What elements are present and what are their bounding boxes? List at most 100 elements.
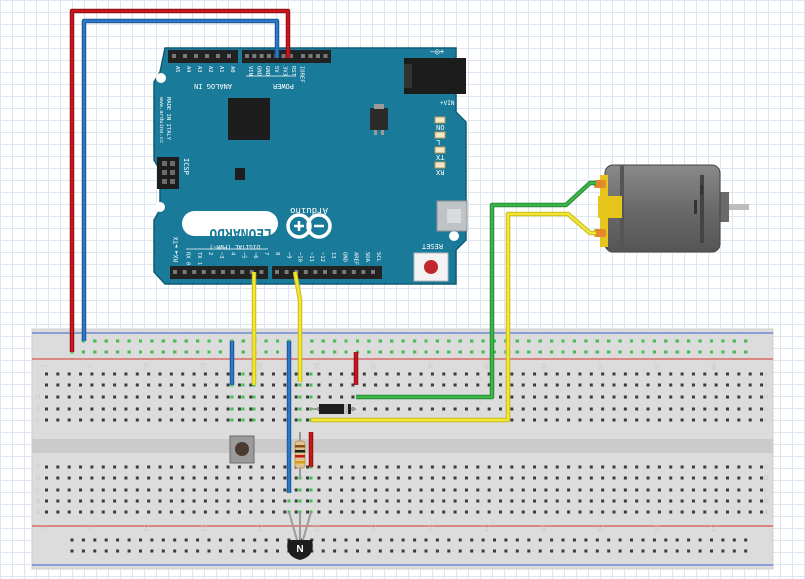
breadboard-hole[interactable] [203,488,207,492]
breadboard-hole[interactable] [101,372,105,376]
rail-hole[interactable] [595,549,599,553]
breadboard-hole[interactable] [669,383,673,387]
rail-hole[interactable] [504,538,508,542]
breadboard-hole[interactable] [113,465,117,469]
breadboard-hole[interactable] [589,383,593,387]
breadboard-hole[interactable] [578,407,582,411]
breadboard-hole[interactable] [226,407,230,411]
breadboard-hole[interactable] [578,465,582,469]
breadboard-hole[interactable] [453,407,457,411]
breadboard-hole[interactable] [101,418,105,422]
breadboard-hole[interactable] [680,488,684,492]
breadboard-hole[interactable] [192,418,196,422]
breadboard-hole[interactable] [317,499,321,503]
breadboard-hole[interactable] [306,510,310,514]
breadboard-hole[interactable] [657,488,661,492]
breadboard-hole[interactable] [328,465,332,469]
breadboard-hole[interactable] [442,499,446,503]
breadboard-hole[interactable] [113,476,117,480]
header-pin[interactable] [182,270,187,274]
breadboard-hole[interactable] [669,499,673,503]
breadboard-hole[interactable] [113,499,117,503]
breadboard-hole[interactable] [464,372,468,376]
dc-motor[interactable] [594,164,749,253]
breadboard-hole[interactable] [737,510,741,514]
breadboard-hole[interactable] [635,418,639,422]
header-pin[interactable] [173,270,177,274]
breadboard-hole[interactable] [691,395,695,399]
breadboard-hole[interactable] [215,488,219,492]
breadboard-hole[interactable] [601,395,605,399]
breadboard-hole[interactable] [510,395,514,399]
breadboard-hole[interactable] [101,407,105,411]
header-pin[interactable] [332,270,337,274]
breadboard-hole[interactable] [703,476,707,480]
breadboard-hole[interactable] [555,395,559,399]
breadboard-hole[interactable] [703,510,707,514]
rail-hole[interactable] [321,538,325,542]
breadboard-hole[interactable] [510,499,514,503]
rail-hole[interactable] [744,538,748,542]
breadboard-hole[interactable] [510,418,514,422]
breadboard-hole[interactable] [385,488,389,492]
breadboard-hole[interactable] [374,499,378,503]
breadboard-hole[interactable] [533,395,537,399]
breadboard-hole[interactable] [169,395,173,399]
rail-hole[interactable] [424,549,428,553]
breadboard-hole[interactable] [294,372,298,376]
breadboard-hole[interactable] [714,395,718,399]
breadboard-hole[interactable] [464,465,468,469]
breadboard-hole[interactable] [67,510,71,514]
breadboard-hole[interactable] [396,407,400,411]
breadboard-hole[interactable] [385,476,389,480]
breadboard-hole[interactable] [635,510,639,514]
rail-hole[interactable] [401,549,405,553]
breadboard-hole[interactable] [113,383,117,387]
breadboard-hole[interactable] [499,372,502,376]
breadboard-hole[interactable] [169,418,173,422]
breadboard-hole[interactable] [56,383,60,387]
breadboard-hole[interactable] [669,372,673,376]
rail-hole[interactable] [390,549,394,553]
rail-hole[interactable] [698,538,702,542]
rail-hole[interactable] [732,538,736,542]
breadboard-hole[interactable] [521,465,525,469]
breadboard-hole[interactable] [67,499,71,503]
breadboard-hole[interactable] [56,372,60,376]
breadboard-hole[interactable] [669,407,673,411]
breadboard-hole[interactable] [691,476,695,480]
dc-barrel-jack[interactable] [404,58,466,94]
breadboard-hole[interactable] [589,499,593,503]
breadboard-hole[interactable] [135,510,139,514]
breadboard-hole[interactable] [691,418,695,422]
breadboard-hole[interactable] [101,476,105,480]
breadboard-hole[interactable] [283,465,287,469]
breadboard-hole[interactable] [487,476,491,480]
breadboard-hole[interactable] [135,499,139,503]
header-pin[interactable] [351,270,356,274]
breadboard-hole[interactable] [442,510,446,514]
breadboard-hole[interactable] [442,372,446,376]
header-pin[interactable] [205,54,209,58]
breadboard-hole[interactable] [192,383,196,387]
breadboard-hole[interactable] [158,499,162,503]
breadboard-hole[interactable] [169,372,173,376]
breadboard-hole[interactable] [283,383,287,387]
breadboard-hole[interactable] [623,499,627,503]
breadboard-hole[interactable] [79,488,83,492]
breadboard-hole[interactable] [453,383,457,387]
breadboard-hole[interactable] [294,383,298,387]
breadboard-hole[interactable] [362,465,366,469]
breadboard-hole[interactable] [487,510,491,514]
breadboard-hole[interactable] [385,510,389,514]
breadboard-hole[interactable] [192,488,196,492]
breadboard-hole[interactable] [169,510,173,514]
breadboard-hole[interactable] [294,488,298,492]
breadboard-hole[interactable] [533,372,537,376]
breadboard-hole[interactable] [544,476,548,480]
breadboard-hole[interactable] [612,476,616,480]
rail-hole[interactable] [607,549,611,553]
breadboard-hole[interactable] [521,499,525,503]
breadboard-hole[interactable] [691,407,695,411]
breadboard-hole[interactable] [453,465,457,469]
